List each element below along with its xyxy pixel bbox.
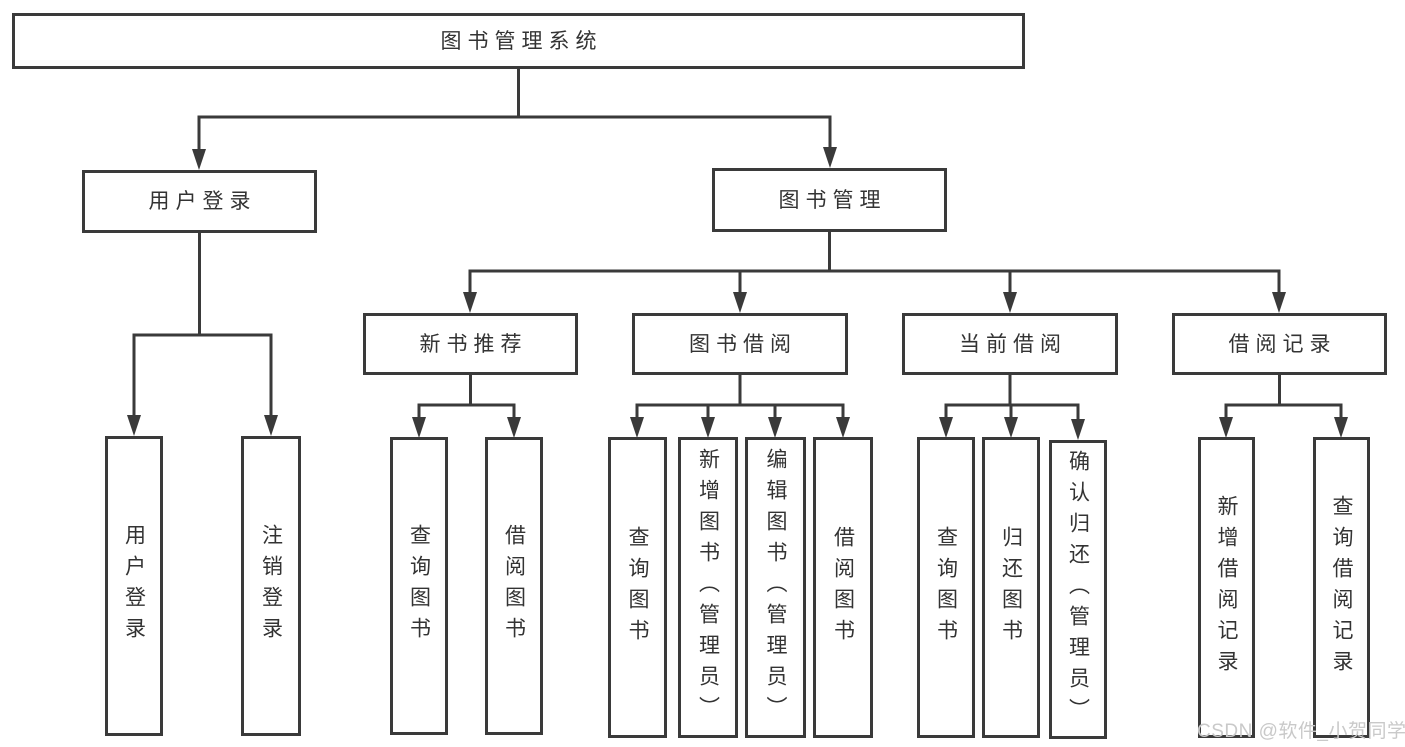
node-logout-label: 注销登录: [259, 524, 283, 648]
node-borrow-records-label: 借阅记录: [1228, 332, 1337, 356]
node-user-login: 用户登录: [82, 170, 317, 233]
node-confirm-return-admin-label: 确认归还（管理员）: [1066, 450, 1090, 729]
node-query-borrow-record-label: 查询借阅记录: [1330, 494, 1353, 681]
node-query-borrow-record: 查询借阅记录: [1313, 437, 1370, 738]
node-borrow-books-recommend-label: 借阅图书: [502, 524, 526, 648]
node-user-login-action: 用户登录: [105, 436, 163, 736]
node-user-login-action-label: 用户登录: [122, 524, 146, 648]
node-edit-books-admin-label: 编辑图书（管理员）: [764, 448, 787, 727]
node-logout: 注销登录: [241, 436, 301, 736]
node-book-management: 图书管理: [712, 168, 947, 232]
node-add-books-admin-label: 新增图书（管理员）: [696, 448, 720, 727]
node-query-books-recommend-label: 查询图书: [407, 524, 431, 648]
node-library-management-system-label: 图书管理系统: [440, 29, 603, 53]
node-query-books-borrow: 查询图书: [608, 437, 667, 738]
watermark-text: CSDN @软件_小贺同学: [1197, 721, 1405, 742]
node-query-books-current-label: 查询图书: [934, 525, 958, 650]
node-new-book-recommend: 新书推荐: [363, 313, 578, 375]
node-book-management-label: 图书管理: [778, 188, 887, 212]
node-confirm-return-admin: 确认归还（管理员）: [1049, 440, 1107, 739]
node-library-management-system: 图书管理系统: [12, 13, 1025, 69]
node-edit-books-admin: 编辑图书（管理员）: [745, 437, 806, 738]
node-query-books-recommend: 查询图书: [390, 437, 448, 735]
node-borrow-books-recommend: 借阅图书: [485, 437, 543, 735]
node-borrow-books: 借阅图书: [813, 437, 873, 738]
node-query-books-current: 查询图书: [917, 437, 975, 738]
node-user-login-label: 用户登录: [148, 190, 257, 213]
node-borrow-records: 借阅记录: [1172, 313, 1387, 375]
node-return-books-label: 归还图书: [999, 525, 1023, 650]
node-borrow-books-label: 借阅图书: [831, 525, 855, 650]
node-current-borrow-label: 当前借阅: [959, 332, 1067, 356]
node-query-books-borrow-label: 查询图书: [626, 525, 649, 650]
node-new-book-recommend-label: 新书推荐: [419, 332, 528, 356]
node-current-borrow: 当前借阅: [902, 313, 1118, 375]
node-return-books: 归还图书: [982, 437, 1040, 738]
node-add-borrow-record: 新增借阅记录: [1198, 437, 1255, 738]
node-add-books-admin: 新增图书（管理员）: [678, 437, 738, 738]
node-book-borrow: 图书借阅: [632, 313, 848, 375]
node-add-borrow-record-label: 新增借阅记录: [1215, 494, 1238, 681]
node-book-borrow-label: 图书借阅: [689, 332, 797, 356]
